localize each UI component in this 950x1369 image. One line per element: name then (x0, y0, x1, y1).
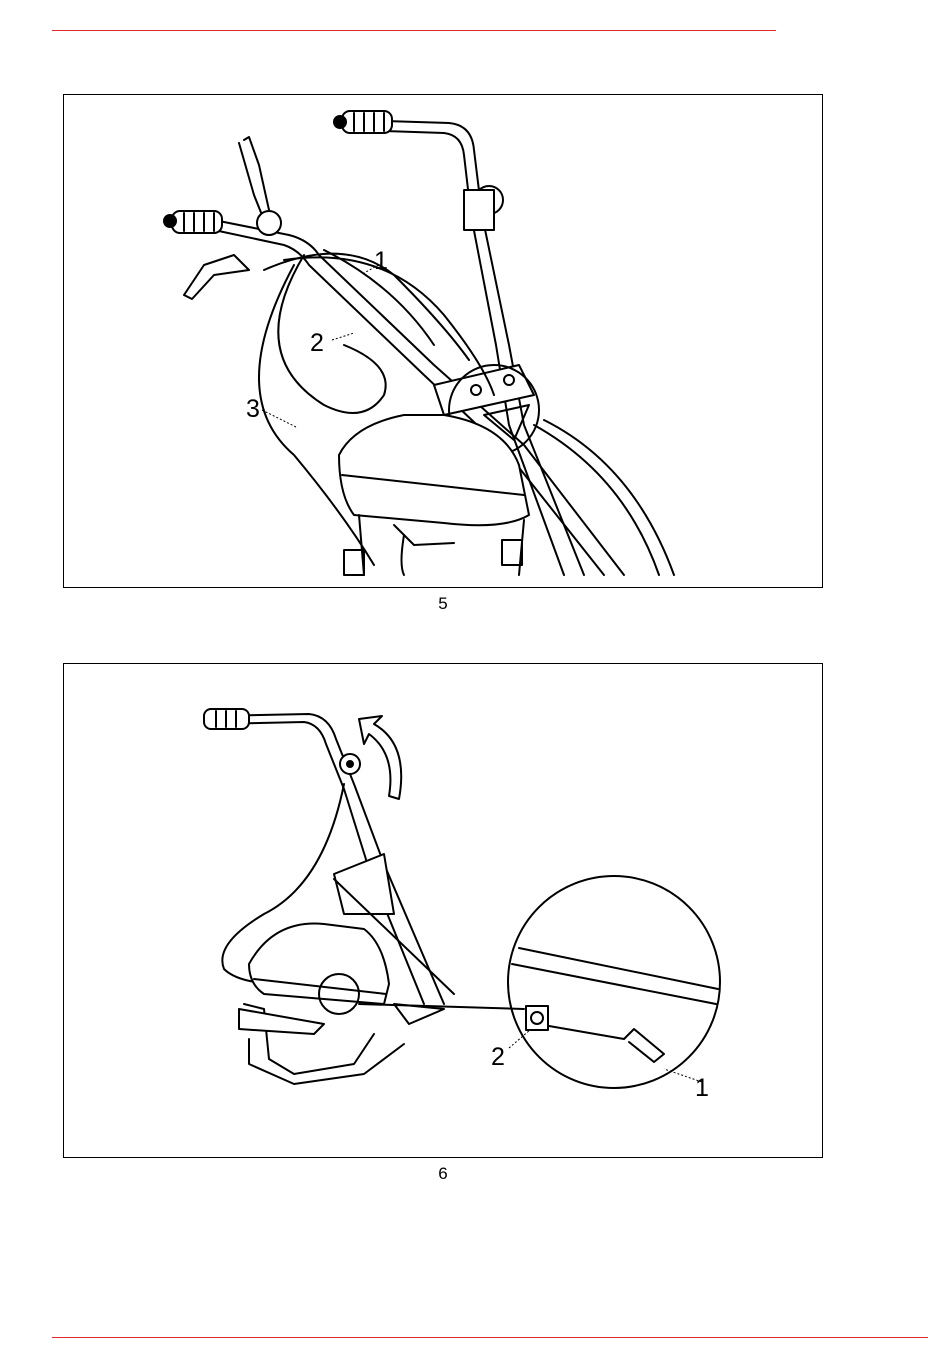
figure-5-callout-3: 3 (246, 395, 260, 423)
header-rule (52, 30, 776, 31)
footer-rule (52, 1337, 928, 1338)
figure-6-illustration: 2 1 (64, 664, 822, 1157)
figure-5-callout-1: 1 (374, 247, 388, 275)
figure-5-illustration: 1 2 3 (64, 95, 822, 587)
figure-6-frame: 2 1 (63, 663, 823, 1158)
figure-5-frame: 1 2 3 (63, 94, 823, 588)
figure-5-caption: 5 (423, 594, 463, 614)
figure-5-callout-2: 2 (310, 329, 324, 357)
figure-6-callout-1: 1 (695, 1074, 709, 1102)
figure-6-caption: 6 (423, 1164, 463, 1184)
figure-6-callout-2: 2 (491, 1043, 505, 1071)
